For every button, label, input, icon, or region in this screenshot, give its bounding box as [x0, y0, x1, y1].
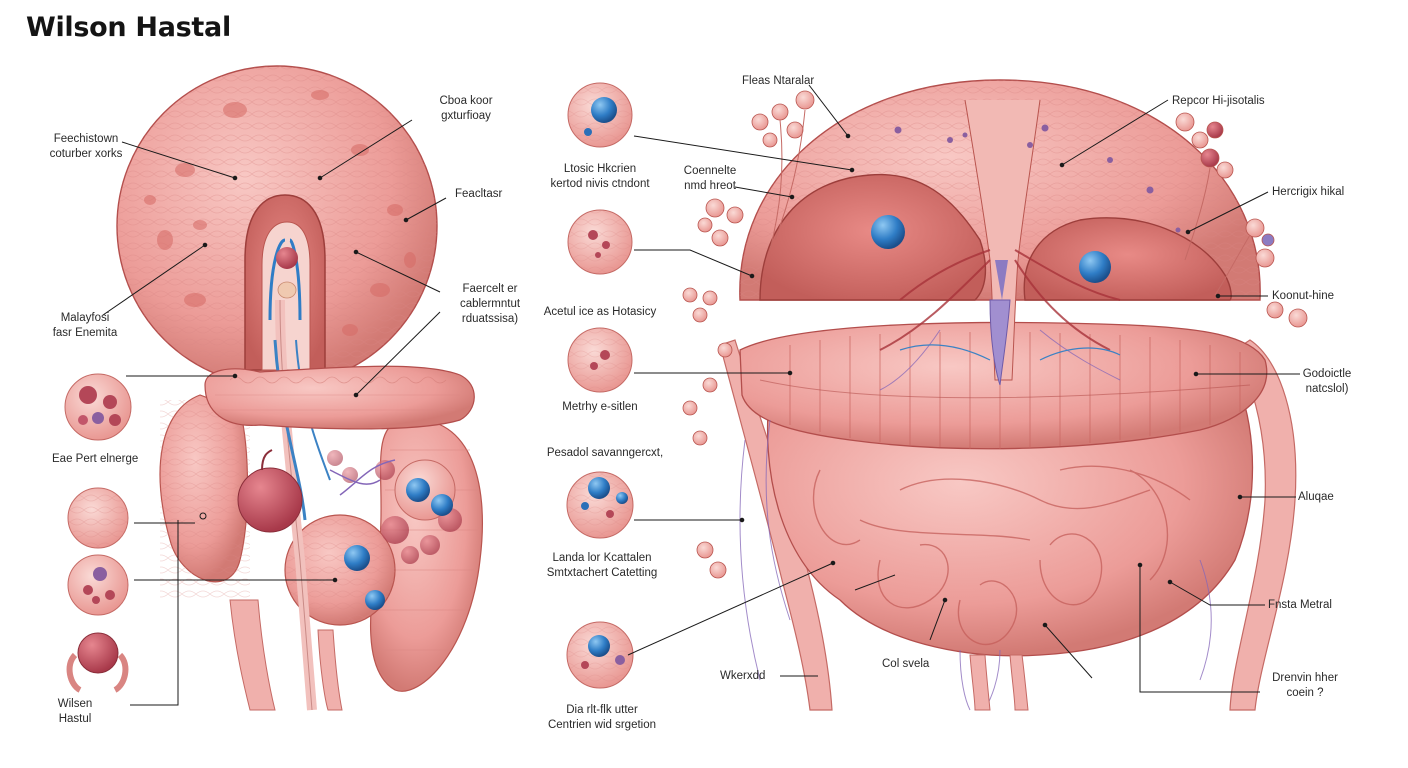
label-cboa-koor: Cboa koor gxturfioay: [439, 95, 493, 122]
right-transverse-colon: [739, 321, 1268, 450]
label-fnsta-metral: Fnsta Metral: [1268, 599, 1332, 611]
label-landa: Landa lor Kcattalen Smtxtachert Catettin…: [546, 552, 658, 579]
label-koonut: Koonut-hine: [1272, 290, 1335, 302]
left-cell-icons: [64, 373, 132, 693]
left-horizontal-tube: [204, 365, 475, 430]
label-feacltasr: Feacltasr: [455, 188, 503, 200]
left-cell-cluster: [327, 450, 462, 610]
middle-cell-icons: [566, 82, 634, 689]
cell-icon-eae-pert: [64, 373, 132, 441]
label-drenvin: Drenvin hher coein ?: [1272, 672, 1338, 699]
label-col-svela: Col svela: [882, 658, 930, 670]
label-hercrigix: Hercrigix hikal: [1272, 186, 1345, 198]
wilsen-hastul-icon: [66, 632, 129, 693]
label-malayfosi: Malayfosi fasr Enemita: [52, 312, 118, 339]
leader-lines: [102, 84, 1300, 706]
right-intestine-mass: [766, 389, 1254, 657]
label-coennelte: Coennelte nmd hreot: [683, 165, 737, 192]
diagram-title: Wilson Hastal: [26, 12, 231, 43]
label-pesadol: Pesadol savanngercxt,: [546, 447, 664, 459]
label-ltosic: Ltosic Hkcrien kertod nivis ctndont: [550, 163, 650, 190]
label-wilsen-hastul: Wilsen Hastul: [57, 698, 93, 725]
grape-cluster-top: [751, 90, 815, 148]
grape-cluster-right: [1175, 112, 1308, 328]
label-wkerxdd: Wkerxdd: [720, 670, 766, 682]
grape-cluster-left: [682, 198, 744, 579]
left-organ: [116, 65, 483, 711]
label-diartflk: Dia rlt-flk utter Centrien wid srgetion: [547, 704, 657, 731]
label-godoictle: Godoictle natcslol): [1302, 368, 1352, 395]
label-eae-pert: Eae Pert elnerge: [52, 453, 139, 465]
label-fleas: Fleas Ntaralar: [742, 75, 815, 87]
cell-icon-spotted: [67, 554, 129, 616]
left-red-sphere: [237, 467, 303, 533]
label-feechistown: Feechistown coturber xorks: [49, 133, 123, 160]
label-acetul: Acetul ice as Hotasicy: [543, 306, 657, 318]
label-aluqae: Aluqae: [1298, 491, 1334, 503]
right-organ: [682, 79, 1308, 711]
label-metrhy: Metrhy e-sitlen: [562, 401, 638, 413]
right-right-cavity: [1023, 217, 1232, 301]
label-faercelt: Faercelt er cablermntut rduatssisa): [459, 283, 521, 325]
label-repcor: Repcor Hi-jisotalis: [1172, 95, 1265, 107]
